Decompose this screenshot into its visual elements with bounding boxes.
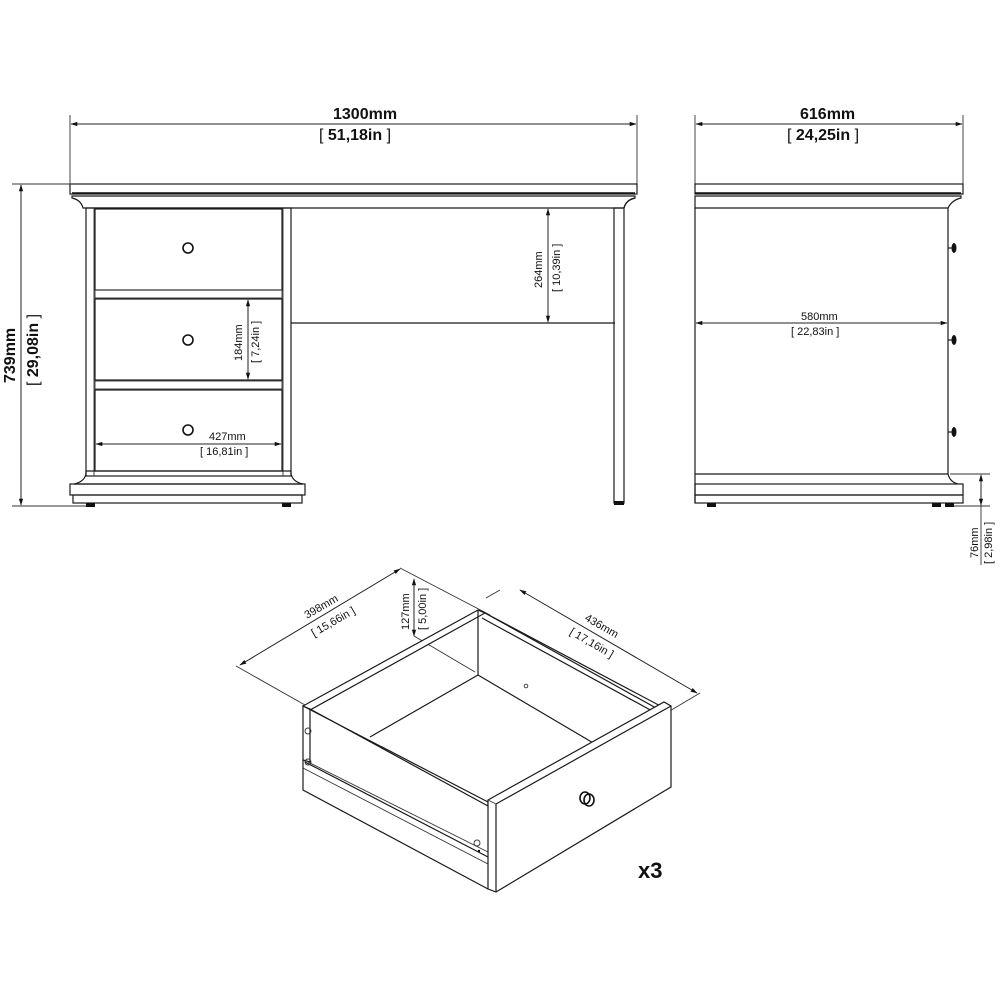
front-view	[12, 115, 638, 507]
drawer-width-iso-dimension-line	[519, 589, 698, 694]
drawer-height-in-label: 7,24in	[250, 321, 262, 363]
drawer-width-mm-label: 427mm	[209, 431, 246, 443]
quantity-label: x3	[638, 858, 663, 883]
drawer-depth-dimension-line	[239, 568, 401, 666]
drawer-width-in-label: 16,81in	[200, 447, 248, 458]
desktop-top	[69, 183, 638, 195]
desktop-moulding	[71, 195, 636, 209]
height-in-label: 29,08in	[25, 314, 42, 386]
front-width-mm-label: 1300mm	[333, 106, 398, 123]
knob-icon	[182, 424, 194, 436]
desktop-side	[694, 183, 964, 195]
inner-depth-mm-label: 580mm	[801, 311, 838, 323]
drawer-front-3	[94, 389, 283, 472]
drawer-front-2	[94, 298, 283, 381]
side-view	[694, 115, 990, 565]
pedestal-base-moulding	[73, 470, 304, 485]
plinth-mm-label: 76mm	[969, 527, 981, 558]
knob-icon	[182, 242, 194, 254]
drawer-height-mm-label: 184mm	[233, 324, 245, 361]
inner-depth-in-label: 22,83in	[791, 327, 839, 338]
plinth-in-label: 2,98in	[983, 522, 995, 564]
drawer-front-1	[94, 208, 283, 291]
side-depth-mm-label: 616mm	[800, 106, 856, 123]
drawer-knob-icon	[579, 791, 595, 807]
drawer-iso-height-in-label: 5,00in	[417, 588, 429, 630]
drawer-pedestal	[85, 207, 292, 477]
side-plinth	[694, 483, 964, 496]
front-width-in-label: 51,18in	[319, 128, 391, 144]
side-knob-2	[948, 335, 957, 345]
height-mm-label: 739mm	[2, 327, 19, 383]
modesty-mm-label: 264mm	[533, 251, 545, 288]
side-depth-in-label: 24,25in	[787, 128, 859, 144]
foot	[282, 503, 291, 507]
drawer-iso-height-mm-label: 127mm	[400, 593, 412, 630]
foot	[86, 503, 95, 507]
plinth	[69, 483, 306, 496]
knob-icon	[182, 334, 194, 346]
desk-leg	[613, 207, 625, 504]
side-knob-3	[948, 427, 957, 437]
drawer-isometric	[235, 567, 701, 893]
modesty-in-label: 10,39in	[551, 244, 563, 292]
side-knob-1	[948, 243, 957, 253]
